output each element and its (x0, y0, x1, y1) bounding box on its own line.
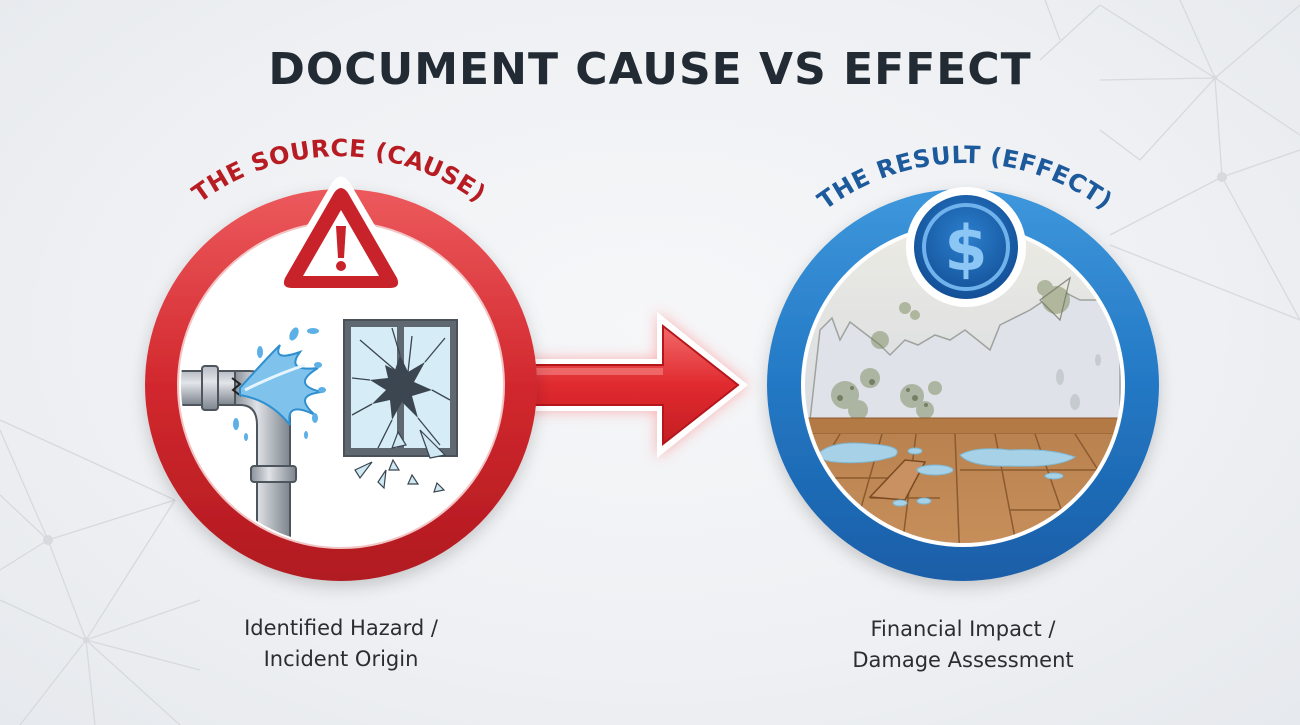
effect-caption-line-2: Damage Assessment (852, 648, 1074, 672)
cause-circle: THE SOURCE (CAUSE) (145, 134, 537, 581)
warning-triangle-icon (272, 176, 410, 296)
burst-pipe-icon (181, 327, 326, 541)
broken-window-icon (343, 319, 458, 493)
cause-caption: Identified Hazard / Incident Origin (181, 613, 501, 675)
effect-caption: Financial Impact / Damage Assessment (803, 614, 1123, 676)
dollar-coin-icon: $ (906, 187, 1026, 307)
cause-caption-line-1: Identified Hazard / (244, 616, 438, 640)
effect-circle: $ THE RESULT (EFFECT) (767, 141, 1159, 581)
effect-caption-line-1: Financial Impact / (870, 617, 1056, 641)
cause-caption-line-2: Incident Origin (263, 647, 419, 671)
svg-text:$: $ (944, 212, 987, 285)
page-title: DOCUMENT CAUSE VS EFFECT (268, 44, 1032, 95)
arrow-right-icon (519, 312, 748, 458)
